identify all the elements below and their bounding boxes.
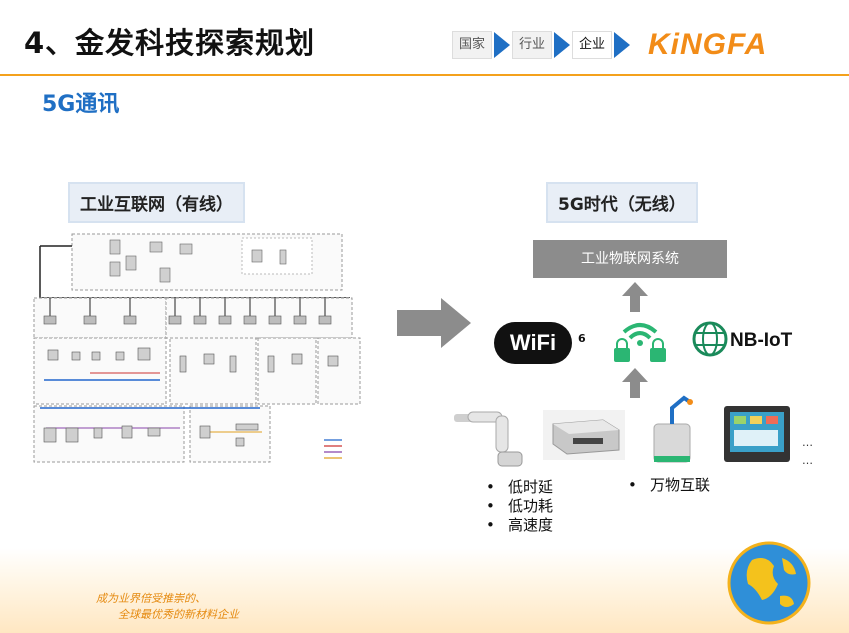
chevron-right-icon	[614, 32, 631, 58]
page-title: 4、金发科技探索规划	[24, 26, 316, 60]
iot-system-box: 工业物联网系统	[533, 240, 727, 278]
wired-network-diagram	[30, 228, 365, 468]
wired-label: 工业互联网（有线）	[68, 182, 245, 223]
list-item: •高速度	[486, 516, 554, 534]
feature-list-right: •万物互联	[628, 476, 710, 495]
chevron-right-icon	[554, 32, 571, 58]
section-subtitle: 5G通讯	[42, 92, 120, 117]
list-item: •低功耗	[486, 497, 554, 515]
hmi-touch-panel-image	[724, 406, 790, 462]
nav-item-enterprise[interactable]: 企业	[572, 31, 613, 59]
nb-iot-globe-icon	[692, 321, 728, 357]
wifi6-badge: 6	[578, 332, 586, 345]
agv-vehicle-image	[543, 410, 625, 460]
network-topology-image	[33, 233, 361, 463]
mobile-robot-image	[653, 395, 693, 463]
nb-iot-logo-text: NB-IoT	[730, 330, 793, 351]
footer-band	[0, 548, 849, 633]
globe-icon	[727, 541, 811, 625]
arrow-up-icon	[622, 368, 648, 398]
slogan-line-1: 成为业界倍受推崇的、	[96, 592, 206, 605]
list-item: •低时延	[486, 478, 554, 496]
header: 4、金发科技探索规划 国家 行业 企业 KiNGFA	[0, 0, 849, 76]
kingfa-logo: KiNGFA	[648, 28, 768, 61]
nav-item-industry[interactable]: 行业	[512, 31, 553, 59]
robot-arm-image	[454, 411, 523, 467]
arrow-up-icon	[622, 282, 648, 312]
wireless-label: 5G时代（无线）	[546, 182, 698, 223]
slogan-line-2: 全球最优秀的新材料企业	[118, 608, 239, 621]
wifi-logo: WiFi	[494, 322, 572, 364]
header-divider	[0, 74, 849, 76]
arrow-right-icon	[397, 298, 471, 348]
breadcrumb: 国家 行业 企业	[452, 30, 632, 60]
feature-list-left: •低时延 •低功耗 •高速度	[486, 478, 553, 535]
nav-item-country[interactable]: 国家	[452, 31, 493, 59]
more-ellipsis: …	[802, 436, 813, 449]
more-ellipsis: …	[802, 454, 813, 467]
chevron-right-icon	[494, 32, 511, 58]
list-item: •万物互联	[628, 476, 711, 494]
secure-wireless-icon	[614, 323, 666, 362]
